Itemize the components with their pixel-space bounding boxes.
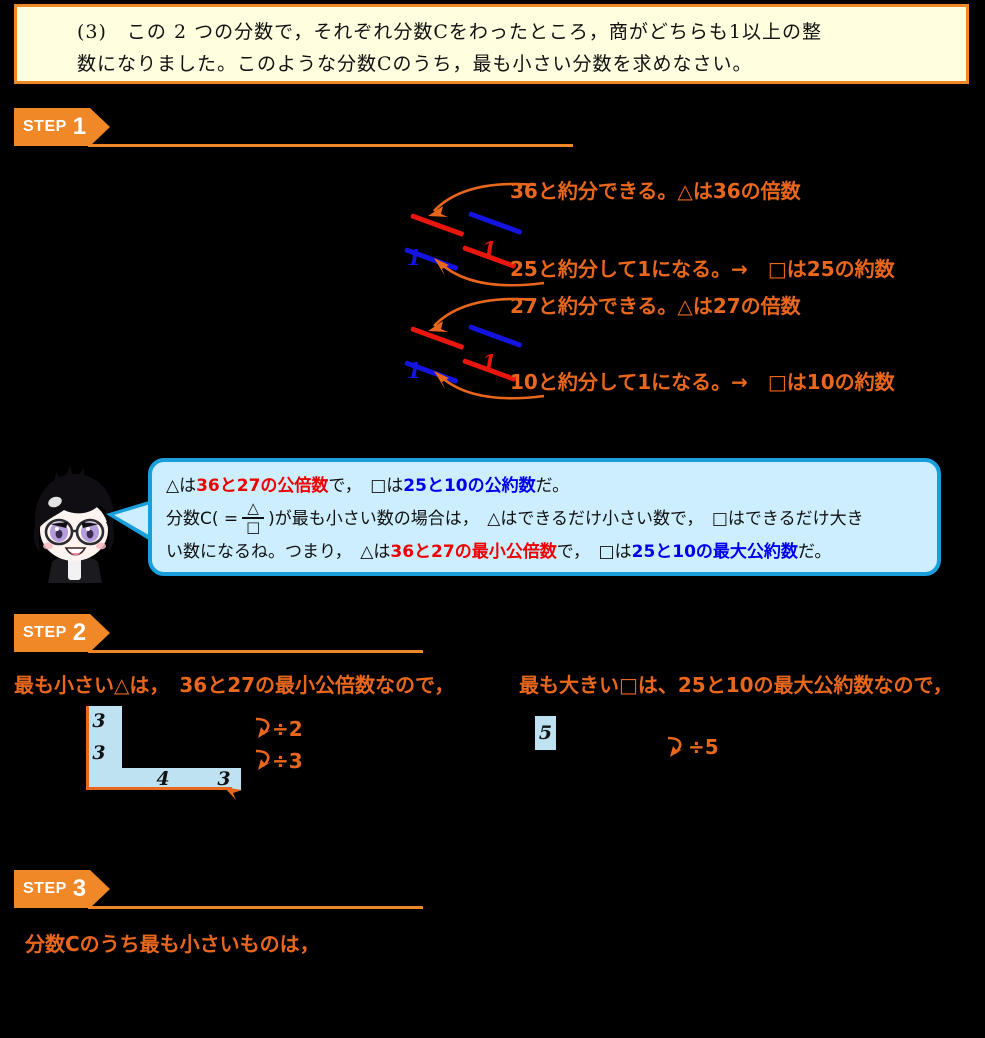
bubble-l3-a: い数になるね。つまり， △は	[166, 542, 391, 562]
strike-blue-4	[468, 324, 523, 349]
bubble-l1-red: 36と27の公倍数	[196, 476, 329, 496]
step-3-banner: STEP 3	[14, 870, 434, 908]
ladder-bottom-cell-0: 4	[150, 768, 176, 790]
step-1-number: 1	[72, 113, 87, 140]
fraction-denominator: □	[246, 518, 261, 536]
step-2-banner: STEP 2	[14, 614, 434, 652]
divisor-label-0: ÷2	[272, 717, 303, 741]
strike-blue-2	[468, 211, 523, 236]
step-3-number: 3	[72, 875, 87, 902]
step-3-rule	[88, 906, 423, 909]
strike-red-3	[410, 326, 465, 351]
bubble-l3-blue: 25と10の最大公約数	[631, 542, 798, 562]
bubble-l1-a: △は	[166, 476, 197, 496]
bubble-l3-c: だ。	[797, 542, 832, 562]
step2-right-heading: 最も大きい□は、25と10の最大公約数なので，	[519, 673, 953, 697]
bubble-tail-inner	[114, 503, 154, 538]
ladder-bottom-cell-1: 3	[211, 768, 237, 790]
fraction-c-notation: △ □	[242, 499, 265, 536]
note-denominator-b: 10と約分して1になる。→ □は10の約数	[510, 370, 895, 394]
ladder-left-cell-0: 3	[88, 708, 110, 734]
divisor-hook-arrow-right-0	[667, 736, 683, 757]
cancel-one-left-b: 1	[407, 358, 422, 383]
cancel-group-b: 1 1 27と約分できる。△は27の倍数 10と約分して1になる。→ □は10の…	[400, 290, 940, 400]
fraction-bar	[242, 517, 265, 519]
divisor-label-1: ÷3	[272, 749, 303, 773]
bubble-line-3: い数になるね。つまり， △は36と27の最小公倍数で， □は25と10の最大公約…	[166, 536, 923, 568]
bubble-l1-blue: 25と10の公約数	[403, 476, 536, 496]
step3-heading: 分数Cのうち最も小さいものは，	[25, 932, 320, 956]
step-2-rule	[88, 650, 423, 653]
divisor-label-right-0: ÷5	[688, 735, 719, 759]
bubble-l2-b: )が最も小さい数の場合は， △はできるだけ小さい数で， □はできるだけ大き	[268, 509, 864, 529]
bubble-l1-b: で， □は	[328, 476, 404, 496]
bubble-l3-red: 36と27の最小公倍数	[390, 542, 557, 562]
strike-red-1	[410, 213, 465, 238]
ladder-right-cell: 5	[535, 716, 556, 750]
step-2-pennant: STEP 2	[14, 614, 110, 652]
step-2-word: STEP	[23, 624, 67, 641]
step-3-pennant: STEP 3	[14, 870, 110, 908]
note-numerator-a: 36と約分できる。△は36の倍数	[510, 179, 801, 203]
cancel-one-left-a: 1	[407, 245, 422, 270]
cancel-group-a: 1 1 36と約分できる。△は36の倍数 25と約分して1になる。→ □は25の…	[400, 175, 940, 287]
step2-left-heading: 最も小さい△は， 36と27の最小公倍数なので，	[14, 673, 455, 697]
step-1-banner: STEP 1	[14, 108, 574, 146]
step-1-word: STEP	[23, 118, 67, 135]
bubble-line-1: △は36と27の公倍数で， □は25と10の公約数だ。	[166, 470, 923, 502]
step-1-pennant: STEP 1	[14, 108, 110, 146]
note-numerator-b: 27と約分できる。△は27の倍数	[510, 294, 801, 318]
bubble-l1-c: だ。	[535, 476, 570, 496]
ladder-left-cell-1: 3	[88, 740, 110, 766]
bubble-l3-b: で， □は	[556, 542, 632, 562]
ladder-arrow-vertical	[86, 706, 89, 790]
ladder-arrow-horizontal	[86, 787, 232, 790]
note-denominator-a: 25と約分して1になる。→ □は25の約数	[510, 257, 895, 281]
cancel-one-right-a: 1	[482, 237, 497, 262]
avatar	[33, 466, 115, 583]
bubble-l2-a: 分数C( =	[166, 509, 239, 529]
step-3-word: STEP	[23, 880, 67, 897]
bubble-line-2: 分数C( = △ □ )が最も小さい数の場合は， △はできるだけ小さい数で， □…	[166, 499, 923, 536]
cancel-one-right-b: 1	[482, 350, 497, 375]
problem-box: (3) この 2 つの分数で，それぞれ分数Cをわったところ，商がどちらも1以上の…	[14, 4, 969, 84]
speech-bubble: △は36と27の公倍数で， □は25と10の公約数だ。 分数C( = △ □ )…	[148, 458, 941, 576]
fraction-numerator: △	[247, 499, 259, 517]
step-1-rule	[88, 144, 573, 147]
step-2-number: 2	[72, 619, 87, 646]
problem-text: (3) この 2 つの分数で，それぞれ分数Cをわったところ，商がどちらも1以上の…	[77, 21, 822, 75]
